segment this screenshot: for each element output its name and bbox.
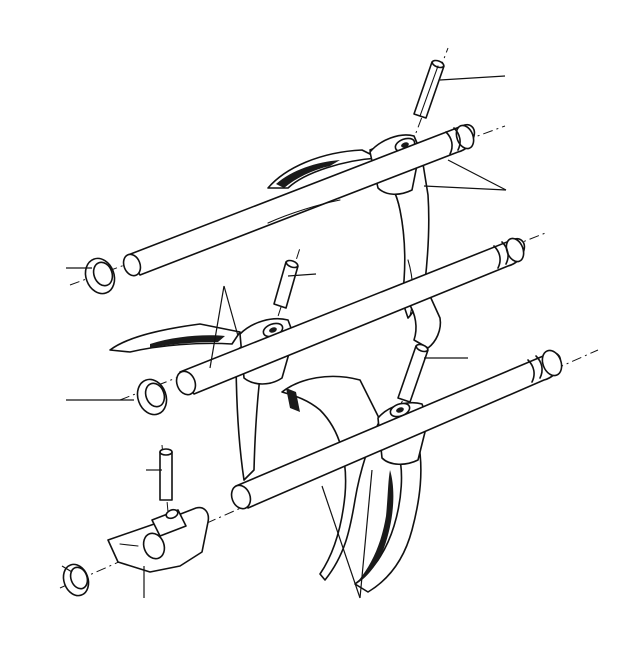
roll-pin <box>159 448 173 501</box>
lower-rod-grooves <box>527 349 563 383</box>
lower-shift-rod <box>230 349 563 510</box>
roll-pin <box>397 343 429 403</box>
upper-shift-rod <box>122 123 476 277</box>
sealing-ring <box>84 257 116 295</box>
sealing-ring <box>136 378 168 416</box>
middle-rod-grooves <box>493 237 525 269</box>
upper-rod-grooves <box>445 124 475 155</box>
roll-pin <box>273 259 299 309</box>
sealing-ring <box>62 563 90 597</box>
callout-leaders <box>61 75 507 599</box>
middle-shift-rod <box>175 237 526 396</box>
shift-dog <box>107 506 210 573</box>
roll-pin <box>413 59 445 119</box>
